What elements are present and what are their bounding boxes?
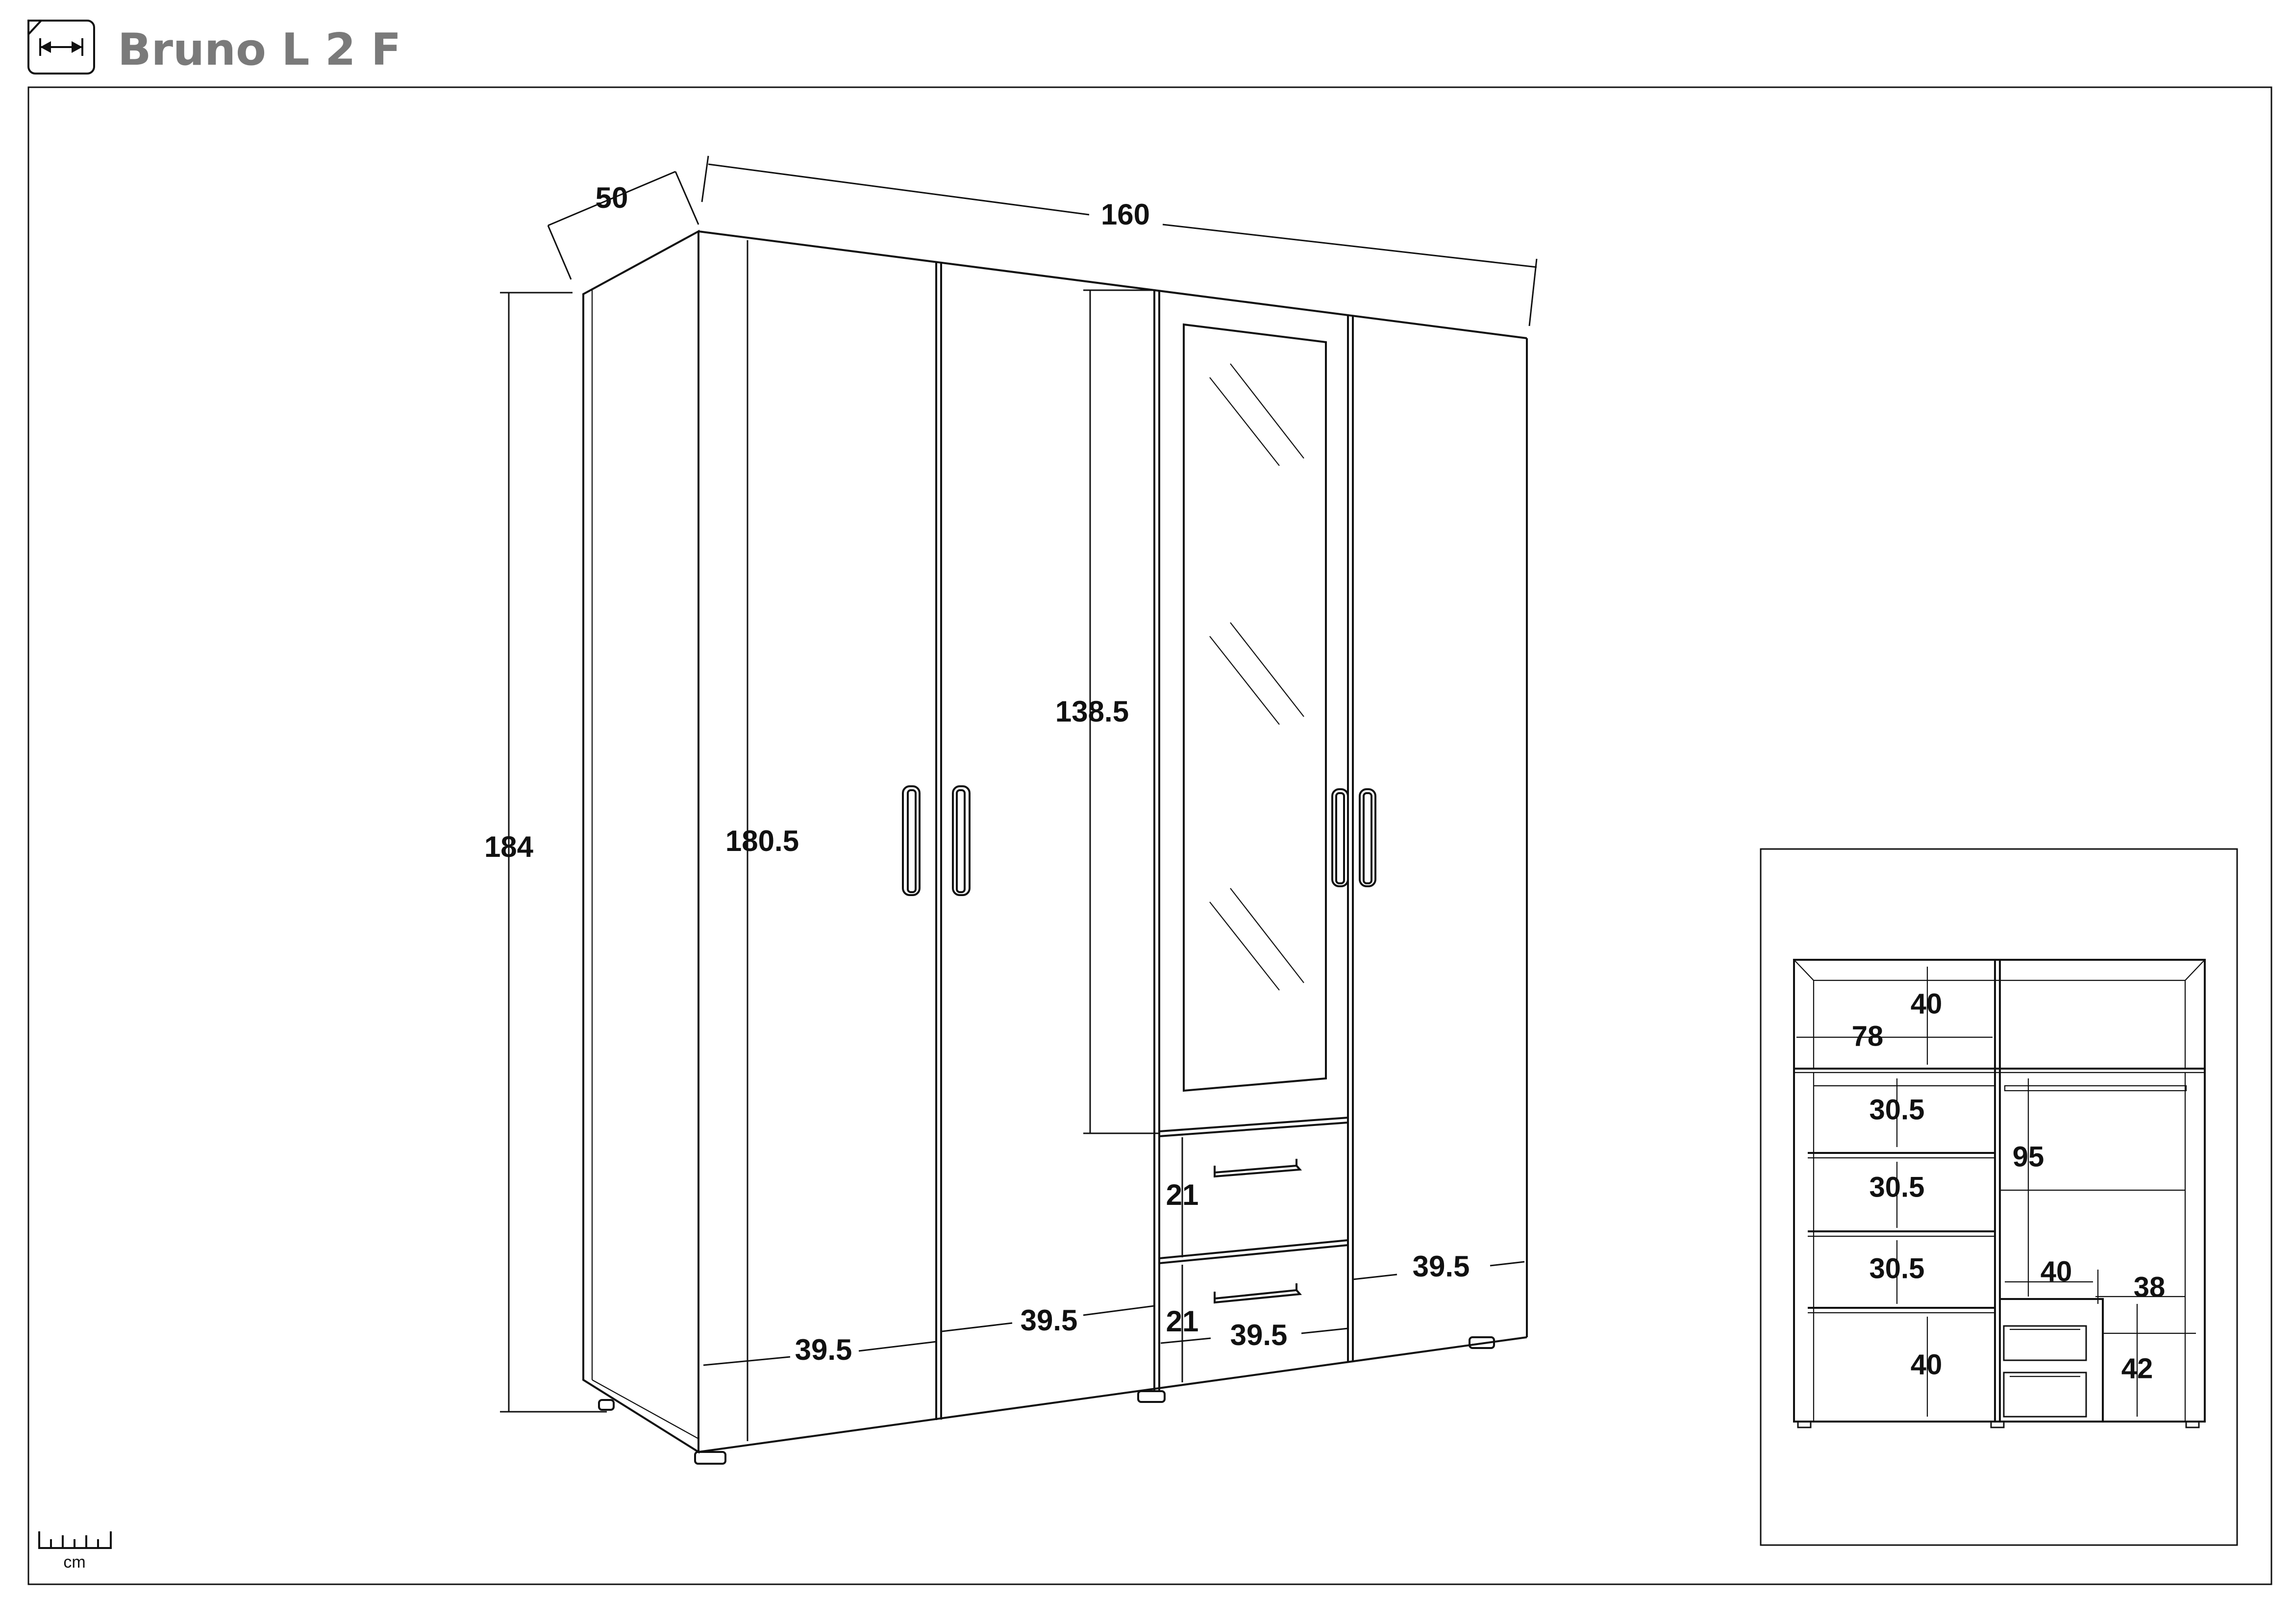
interior-view [1793, 959, 2206, 1428]
dim-door-width-1: 39.5 [795, 1333, 852, 1366]
dim-door-width-2: 39.5 [1021, 1304, 1078, 1337]
dim-drawer-unit-width: 40 [2041, 1255, 2072, 1287]
dim-hanging-height: 95 [2013, 1141, 2044, 1173]
dim-drawer-bottom: 21 [1166, 1305, 1199, 1338]
dim-door-width-4: 39.5 [1413, 1250, 1470, 1283]
interior-view-frame [1760, 848, 2238, 1546]
ruler-icon [38, 1531, 112, 1549]
dim-left-width: 78 [1852, 1020, 1884, 1052]
dim-depth: 50 [596, 181, 628, 214]
drawing-frame [27, 86, 2272, 1585]
dimension-lines [500, 155, 1538, 1441]
scale-unit: cm [63, 1553, 85, 1572]
dim-shelf-1: 30.5 [1869, 1094, 1925, 1125]
dim-top-shelf-height: 40 [1911, 988, 1943, 1020]
dim-mirror-height: 138.5 [1055, 695, 1129, 728]
dim-shelf-3: 30.5 [1869, 1252, 1925, 1284]
dim-drawer-top: 21 [1166, 1178, 1199, 1211]
dim-shelf-2: 30.5 [1869, 1171, 1925, 1203]
page-title: Bruno L 2 F [118, 24, 401, 75]
dim-drawer-width: 39.5 [1230, 1319, 1288, 1351]
dim-right-gap-width: 38 [2134, 1271, 2166, 1303]
dimensions-icon [27, 20, 95, 75]
wardrobe-front-view [582, 229, 1528, 1465]
dim-total-height: 184 [484, 830, 534, 863]
dim-bottom-left: 40 [1911, 1349, 1943, 1380]
dim-bottom-right-height: 42 [2121, 1352, 2153, 1384]
dim-width: 160 [1101, 198, 1150, 231]
dim-door-height: 180.5 [725, 824, 799, 857]
